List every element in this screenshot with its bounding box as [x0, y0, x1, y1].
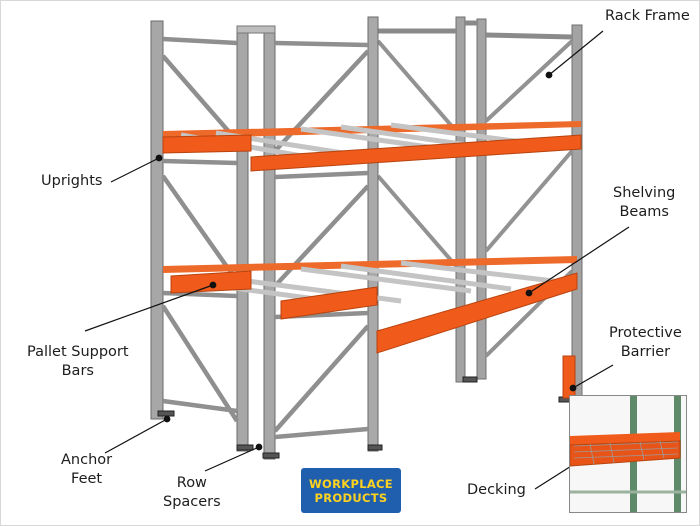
bottom-bars	[162, 398, 369, 440]
workplace-products-logo: WORKPLACE PRODUCTS	[301, 468, 401, 513]
middle-uprights	[236, 28, 276, 460]
label-row-spacers-line1: Row	[176, 475, 207, 491]
label-uprights: Uprights	[41, 172, 102, 191]
label-decking: Decking	[467, 481, 526, 500]
label-rack-frame: Rack Frame	[605, 7, 690, 26]
protective-barrier	[562, 355, 576, 399]
label-row-spacers: Row Spacers	[163, 474, 221, 512]
back-braces	[376, 39, 574, 358]
label-anchor-feet-line1: Anchor	[61, 452, 113, 468]
label-row-spacers-line2: Spacers	[163, 494, 221, 510]
decking-inset-image	[569, 395, 687, 513]
label-protective-barrier-line2: Barrier	[620, 344, 671, 360]
logo-line1: WORKPLACE	[309, 476, 393, 491]
front-right-frame	[273, 16, 379, 452]
label-protective-barrier-line1: Protective	[609, 325, 682, 341]
label-pallet-support-line2: Bars	[61, 363, 94, 379]
logo-line2: PRODUCTS	[314, 490, 388, 505]
label-anchor-feet: Anchor Feet	[61, 451, 112, 489]
leader-lines	[84, 30, 630, 490]
label-shelving-beams-line2: Beams	[619, 204, 669, 220]
upper-level	[162, 121, 582, 172]
front-left-frame	[150, 20, 239, 423]
label-pallet-support-line1: Pallet Support	[27, 344, 129, 360]
label-decking-text: Decking	[467, 482, 526, 498]
label-uprights-text: Uprights	[41, 173, 103, 189]
label-pallet-support-bars: Pallet Support Bars	[27, 343, 129, 381]
label-shelving-beams: Shelving Beams	[613, 184, 675, 222]
label-rack-frame-text: Rack Frame	[605, 8, 690, 24]
back-top-bars	[378, 20, 573, 40]
label-protective-barrier: Protective Barrier	[609, 324, 682, 362]
anchor-feet	[157, 376, 574, 459]
row-spacer-top	[236, 25, 276, 34]
label-anchor-feet-line2: Feet	[71, 471, 103, 487]
label-shelving-beams-line1: Shelving	[613, 185, 676, 201]
